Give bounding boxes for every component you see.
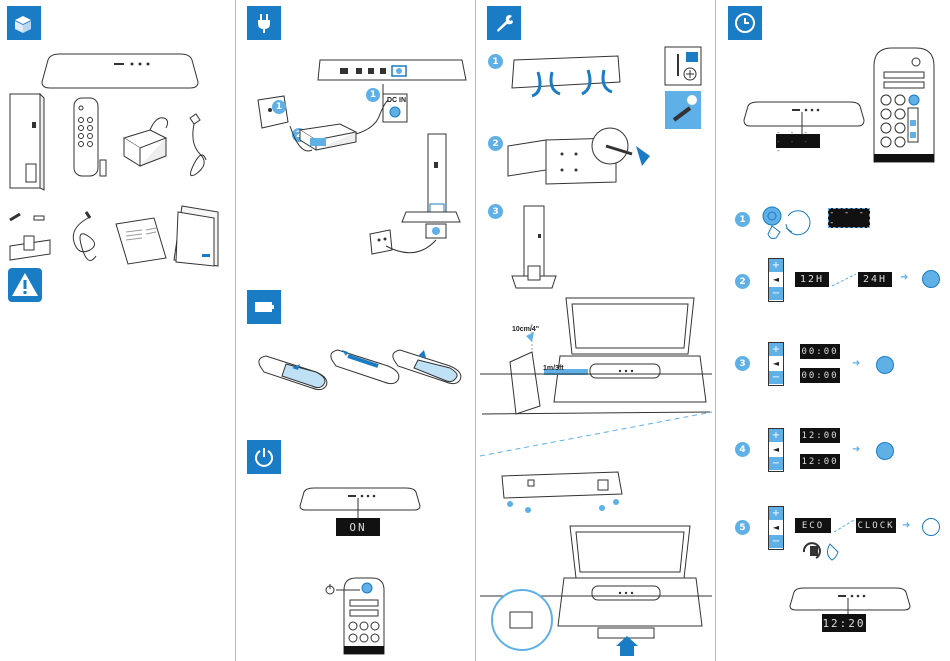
volume-icon: ◄ (769, 443, 783, 456)
minus-key[interactable]: − (769, 371, 783, 384)
clock-mode-display: CLOCK (856, 518, 896, 533)
mounting-screws-illustration (6, 206, 56, 266)
power-icon (247, 440, 281, 474)
hour-set-display-2: 00:00 (800, 368, 840, 383)
minus-key[interactable]: − (769, 535, 783, 548)
manual-illustration (114, 216, 168, 266)
clock-step-2: 2 (735, 274, 750, 289)
soundbar-display-illustration (742, 100, 866, 128)
clock-confirm-button[interactable] (922, 518, 940, 536)
screw-tool (664, 90, 704, 130)
clock-button-press (758, 204, 808, 244)
format-24h-display: 24H (858, 272, 892, 287)
minute-set-display-2: 12:00 (800, 454, 840, 469)
dc-in-label: DC IN (387, 97, 406, 104)
clock-confirm-button[interactable] (922, 270, 940, 288)
wrench-icon (487, 6, 521, 40)
mount-step-3: 3 (488, 204, 503, 219)
clock-keypad-step-3: + ◄ − (768, 342, 784, 386)
remote-battery-step-1 (256, 352, 332, 392)
minute-set-display: 12:00 (800, 428, 840, 443)
clock-keypad-step-2: + ◄ − (768, 258, 784, 302)
power-adapter-illustration (120, 108, 170, 180)
mount-step-1: 1 (488, 54, 503, 69)
minus-key[interactable]: − (769, 287, 783, 300)
clock-keypad-step-4: + ◄ − (768, 428, 784, 472)
subwoofer-illustration (8, 92, 46, 192)
minus-key[interactable]: − (769, 457, 783, 470)
arrow-icon: ➜ (900, 272, 908, 283)
plus-key[interactable]: + (769, 259, 783, 272)
eco-plug-icon (800, 538, 846, 564)
volume-icon: ◄ (769, 357, 783, 370)
soundbar-final-illustration (788, 586, 912, 612)
battery-icon (247, 290, 281, 324)
remote-clock-illustration (872, 46, 936, 164)
remote-battery-step-3 (390, 346, 468, 394)
plus-key[interactable]: + (769, 507, 783, 520)
column-divider (235, 0, 236, 661)
format-12h-display: 12H (795, 272, 829, 287)
plus-key[interactable]: + (769, 429, 783, 442)
soundbar-illustration (40, 52, 200, 90)
volume-icon: ◄ (769, 521, 783, 534)
clock-step-1: 1 (735, 212, 750, 227)
clock-keypad-step-5: + ◄ − (768, 506, 784, 550)
warning-icon (8, 268, 42, 302)
eco-display: ECO (795, 518, 831, 533)
arrow-icon: ➜ (852, 444, 860, 455)
clock-step-4: 4 (735, 442, 750, 457)
final-clock-display: 12:20 (822, 614, 866, 632)
soundbar-on-illustration (298, 486, 422, 512)
dashed-connector (830, 272, 858, 288)
column-divider (715, 0, 716, 661)
power-cord-illustration (176, 110, 216, 182)
plus-key[interactable]: + (769, 343, 783, 356)
tv-stand-placement-illustration (480, 520, 712, 661)
soundbar-feet-removal (508, 54, 624, 106)
distance-label-10cm: 10cm/4" (512, 326, 539, 333)
on-display: ON (336, 518, 380, 536)
clock-confirm-button[interactable] (876, 356, 894, 374)
soundbar-feet-attach (498, 470, 626, 522)
clock-confirm-button[interactable] (876, 442, 894, 460)
volume-icon: ◄ (769, 273, 783, 286)
callout-1: 1 (366, 88, 380, 102)
remote-power-illustration (320, 574, 390, 654)
blinking-display: - - - - (828, 208, 870, 228)
quick-start-guide-illustration (172, 204, 224, 270)
arrow-icon: ➜ (852, 358, 860, 369)
clock-icon (728, 6, 762, 40)
cable-illustration (64, 206, 104, 264)
dashed-connector (832, 518, 856, 534)
display-blank: - - - - - - - (776, 134, 820, 148)
soundbar-rear-illustration (316, 58, 470, 84)
distance-label-1m: 1m/3ft (543, 365, 564, 372)
hour-set-display: 00:00 (800, 344, 840, 359)
clock-step-3: 3 (735, 356, 750, 371)
tv-placement-illustration (480, 290, 712, 420)
column-divider (475, 0, 476, 661)
mount-step-2: 2 (488, 136, 503, 151)
box-icon (7, 6, 41, 40)
wall-bracket-illustration (506, 126, 666, 190)
battery-illustration (98, 158, 108, 178)
subwoofer-power-illustration (366, 132, 462, 262)
plug-icon (247, 6, 281, 40)
dashed-separator (478, 410, 714, 460)
screwdriver-tool (664, 46, 704, 88)
arrow-icon: ➜ (902, 520, 910, 531)
clock-step-5: 5 (735, 520, 750, 535)
subwoofer-stand-illustration (508, 204, 558, 290)
